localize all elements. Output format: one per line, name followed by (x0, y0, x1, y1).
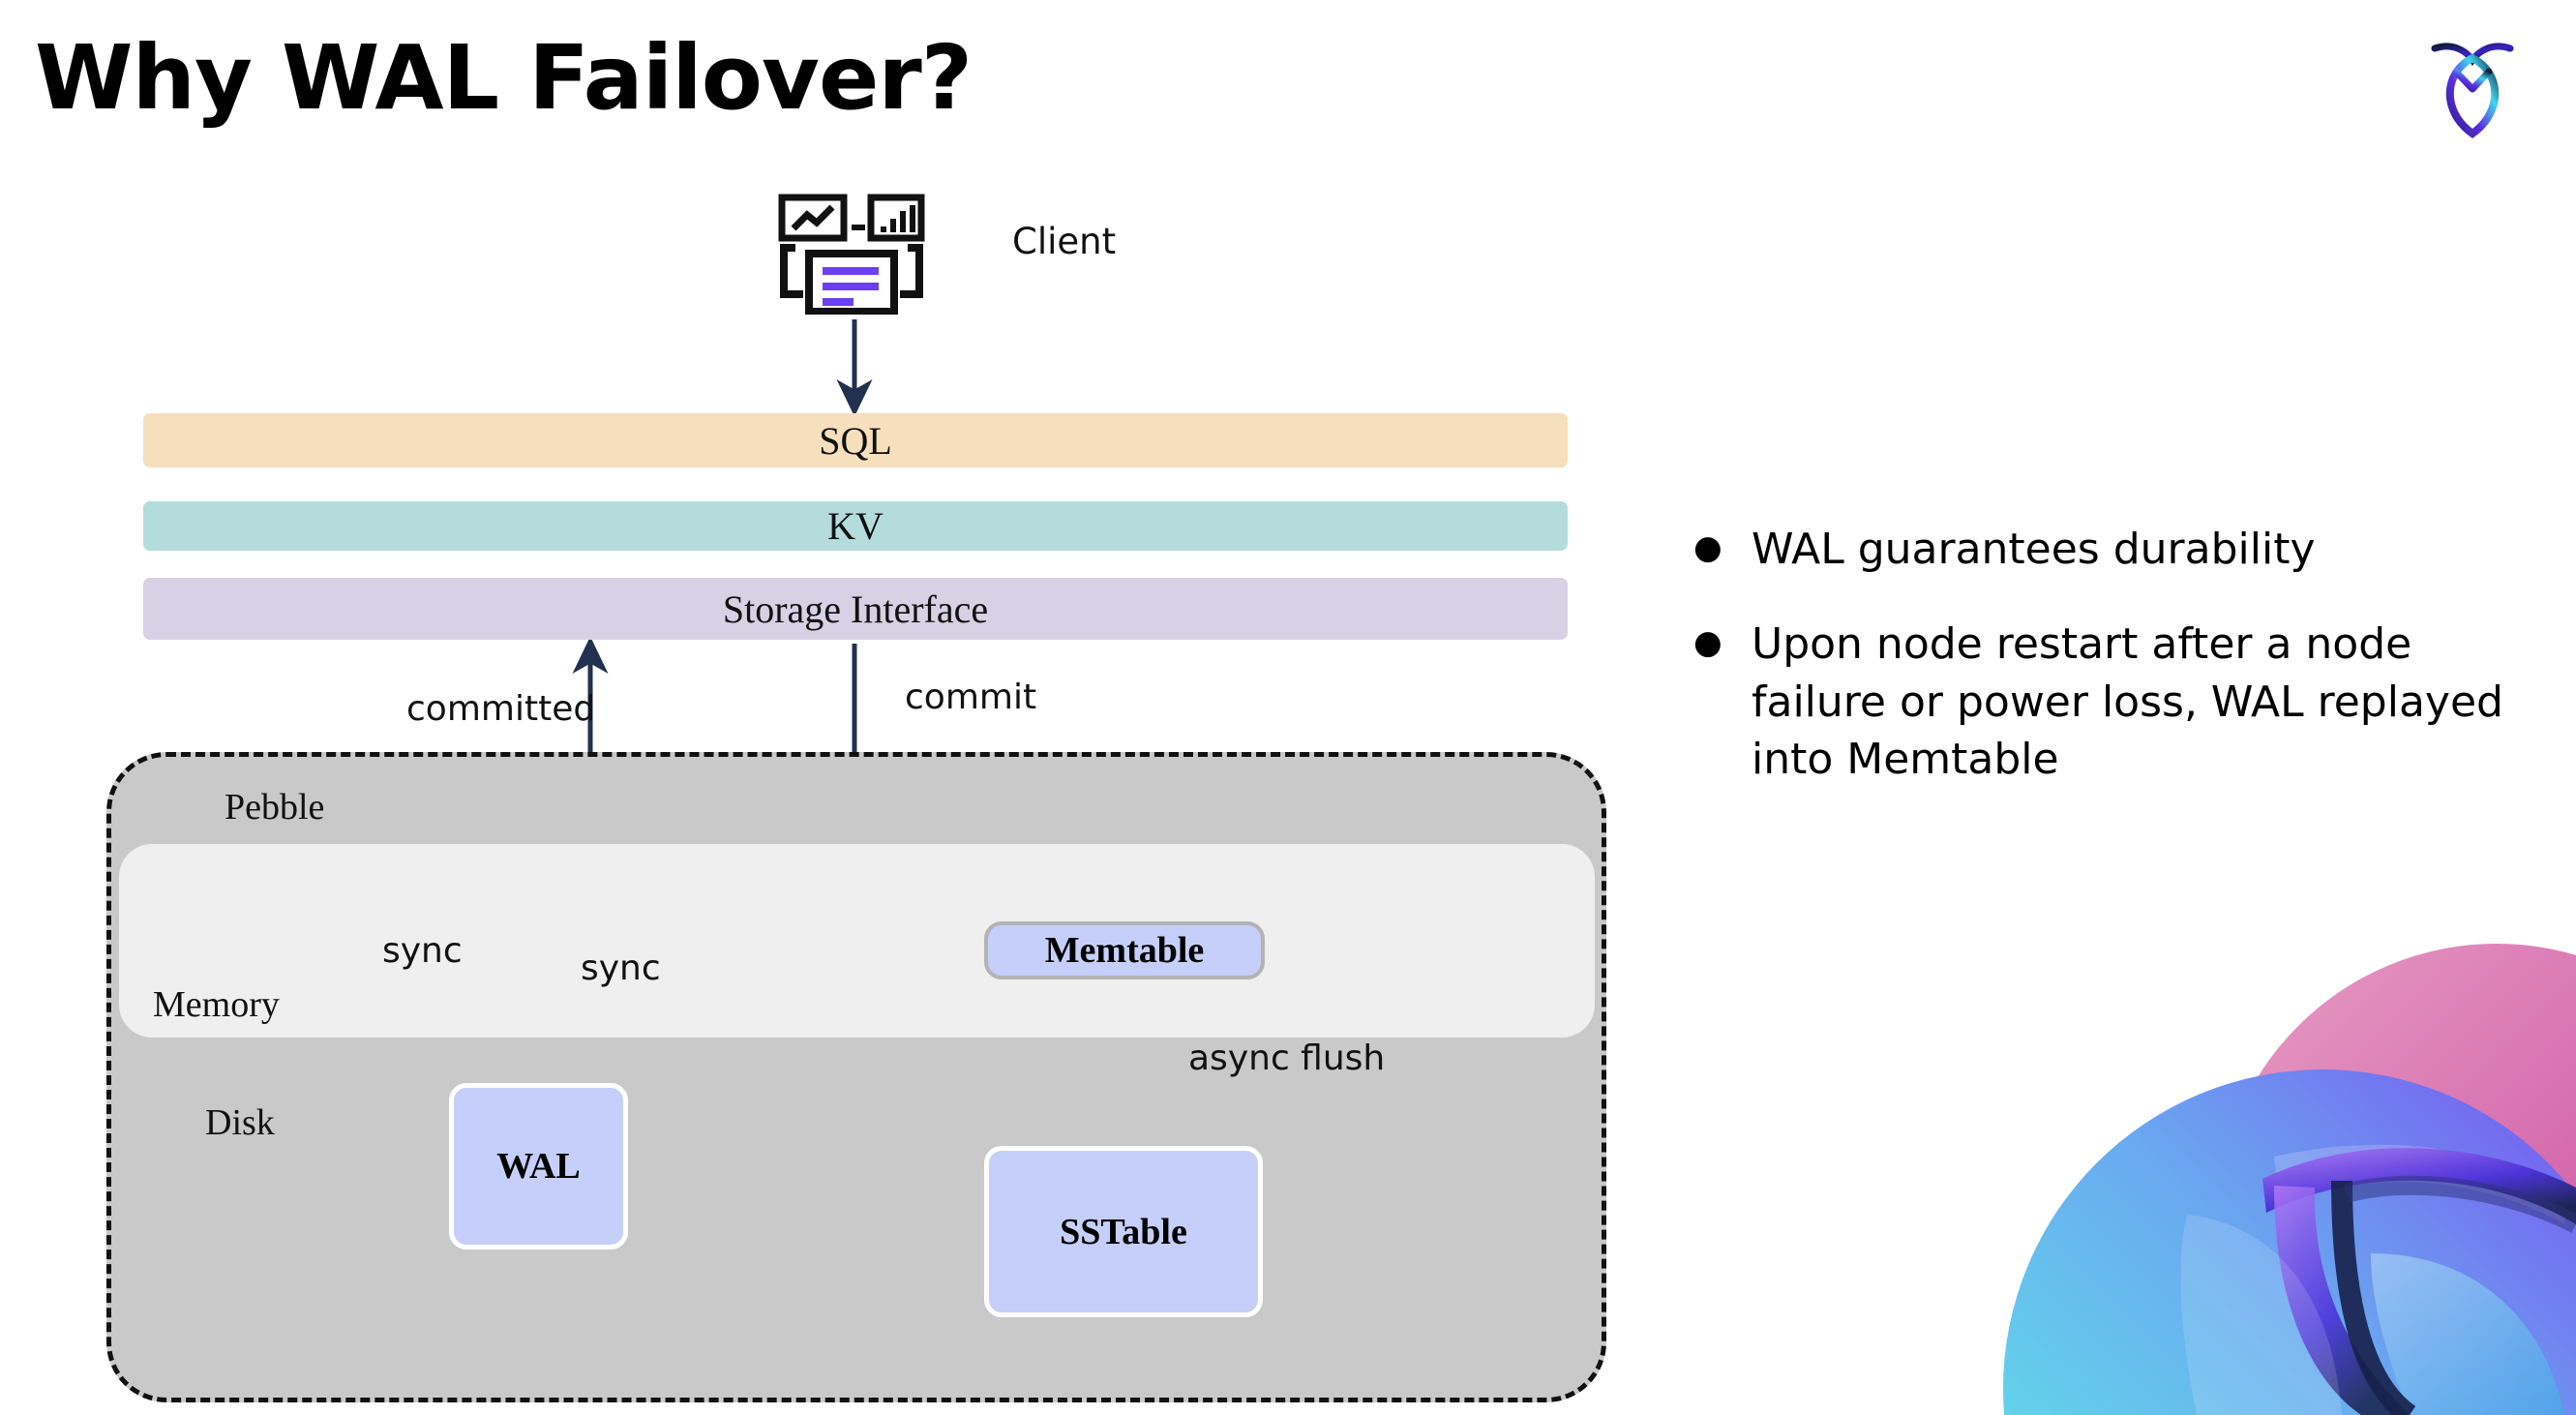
list-item: ● Upon node restart after a node failure… (1693, 616, 2535, 789)
node-label-memtable: Memtable (1044, 930, 1205, 971)
disk-label: Disk (205, 1102, 275, 1143)
bullet-marker-icon: ● (1693, 622, 1722, 662)
node-label-sstable: SSTable (1060, 1211, 1187, 1252)
bullet-text: Upon node restart after a node failure o… (1752, 618, 2503, 785)
node-wal: WAL (449, 1083, 628, 1249)
bullet-marker-icon: ● (1693, 528, 1722, 567)
memory-label: Memory (153, 984, 280, 1025)
edge-label-sync-commit: sync (581, 948, 661, 988)
layer-bar-sql: SQL (143, 413, 1568, 467)
edge-label-committed: committed (406, 689, 596, 729)
decorative-circles-graphic (1955, 934, 2576, 1415)
layer-label-kv: KV (827, 504, 884, 548)
layer-bar-storage-interface: Storage Interface (143, 578, 1568, 640)
node-sstable: SSTable (984, 1146, 1263, 1317)
memory-band (119, 844, 1595, 1038)
edge-label-commit: commit (905, 677, 1037, 717)
edge-label-sync-wal: sync (382, 931, 463, 971)
node-label-wal: WAL (496, 1146, 581, 1187)
pebble-label: Pebble (225, 787, 325, 828)
node-memtable: Memtable (984, 921, 1265, 979)
bullet-list: ● WAL guarantees durability ● Upon node … (1693, 521, 2535, 826)
page-title: Why WAL Failover? (35, 26, 973, 130)
client-dashboard-icon (774, 194, 929, 316)
edge-label-async-flush: async flush (1188, 1039, 1386, 1078)
client-label: Client (1012, 221, 1117, 262)
layer-label-sql: SQL (819, 418, 892, 463)
list-item: ● WAL guarantees durability (1693, 521, 2535, 579)
bullet-text: WAL guarantees durability (1752, 525, 2316, 574)
layer-bar-kv: KV (143, 501, 1568, 551)
layer-label-storage: Storage Interface (722, 587, 989, 631)
cockroach-logo-icon (2419, 27, 2526, 141)
